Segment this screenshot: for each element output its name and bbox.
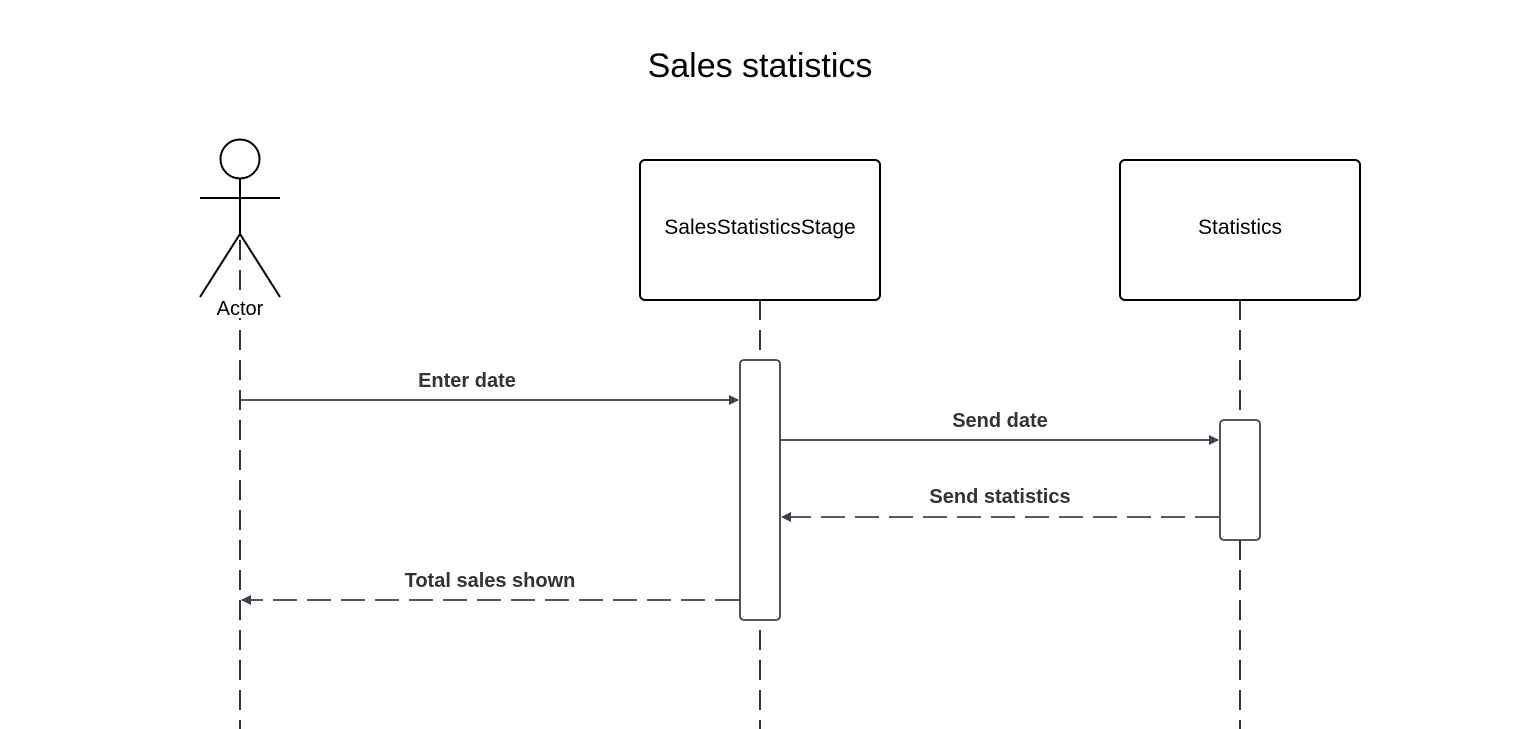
participant-stage: SalesStatisticsStage [639, 159, 881, 301]
actor-label: Actor [217, 298, 264, 320]
participant-statistics: Statistics [1119, 159, 1361, 301]
actor-left-leg [199, 233, 241, 298]
message-label: Send date [952, 410, 1048, 432]
message-enter-date: Enter date [241, 370, 739, 405]
participant-label: Statistics [1198, 216, 1282, 239]
message-total-sales-shown: Total sales shown [241, 570, 739, 605]
message-label: Enter date [418, 370, 516, 392]
participant-label: SalesStatisticsStage [664, 216, 855, 239]
stage-activation-bar [739, 359, 781, 621]
message-label: Total sales shown [405, 570, 576, 592]
message-send-statistics: Send statistics [781, 486, 1219, 522]
participant-box [639, 159, 881, 301]
diagram-title: Sales statistics [648, 47, 873, 85]
message-label: Send statistics [929, 486, 1070, 508]
actor-head [219, 138, 261, 180]
actor-figure [199, 138, 281, 298]
statistics-activation-bar [1219, 419, 1261, 541]
message-send-date: Send date [781, 410, 1219, 445]
participant-box [1119, 159, 1361, 301]
actor-right-leg [239, 233, 281, 298]
